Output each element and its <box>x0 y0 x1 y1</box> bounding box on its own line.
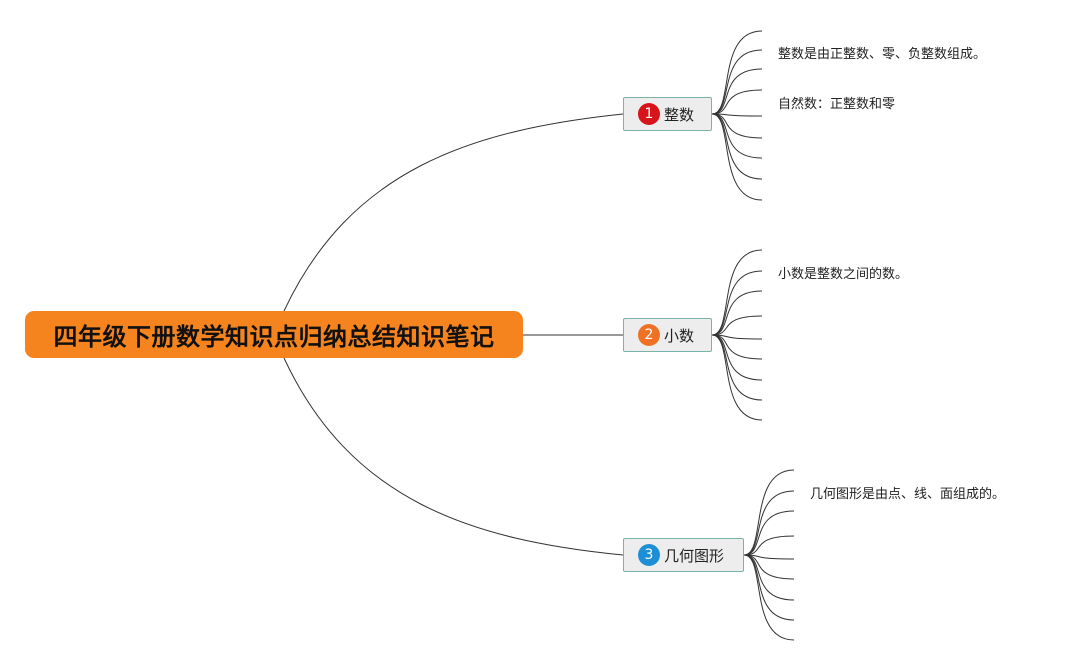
branch-decimals-1 <box>711 249 763 336</box>
topic-integers[interactable]: 1 整数 <box>623 97 712 131</box>
note-geometry-definition: 几何图形是由点、线、面组成的。 <box>810 487 1006 502</box>
branch-integers-8 <box>711 113 763 180</box>
branch-decimals-9 <box>711 334 763 421</box>
number-badge-icon: 3 <box>638 544 660 566</box>
branch-geometry-1 <box>743 469 795 556</box>
branch-geometry-8 <box>743 554 795 621</box>
root-topic[interactable]: 四年级下册数学知识点归纳总结知识笔记 <box>25 311 523 358</box>
branch-integers-9 <box>711 113 763 201</box>
connector-root-to-topic-3 <box>283 357 624 556</box>
note-integers-definition: 整数是由正整数、零、负整数组成。 <box>778 47 987 62</box>
branch-decimals-6 <box>711 334 763 360</box>
number-badge-icon: 1 <box>638 103 660 125</box>
root-title: 四年级下册数学知识点归纳总结知识笔记 <box>53 323 495 351</box>
branch-integers-7 <box>711 113 763 159</box>
connector-root-to-topic-1 <box>283 113 624 312</box>
note-natural-numbers: 自然数：正整数和零 <box>778 97 896 112</box>
topic-label: 小数 <box>664 326 695 345</box>
branch-decimals-7 <box>711 334 763 381</box>
topic-label: 几何图形 <box>664 546 725 565</box>
topic-geometry[interactable]: 3 几何图形 <box>623 538 744 572</box>
branch-geometry-6 <box>743 554 795 580</box>
branch-decimals-5 <box>711 334 763 340</box>
topic-label: 整数 <box>664 105 695 124</box>
branch-decimals-8 <box>711 334 763 401</box>
note-decimals-definition: 小数是整数之间的数。 <box>778 267 909 282</box>
branch-geometry-9 <box>743 554 795 641</box>
branch-geometry-4 <box>743 535 795 556</box>
branch-integers-1 <box>711 30 763 115</box>
branch-geometry-7 <box>743 554 795 601</box>
branch-integers-2 <box>711 49 763 115</box>
branch-integers-4 <box>711 89 763 115</box>
branch-geometry-3 <box>743 510 795 556</box>
branch-integers-6 <box>711 113 763 139</box>
branch-geometry-2 <box>743 490 795 556</box>
topic-decimals[interactable]: 2 小数 <box>623 318 712 352</box>
branch-decimals-3 <box>711 290 763 336</box>
branch-decimals-2 <box>711 270 763 336</box>
number-badge-icon: 2 <box>638 324 660 346</box>
branch-geometry-5 <box>743 554 795 560</box>
branch-decimals-4 <box>711 315 763 336</box>
branch-integers-5 <box>711 113 763 117</box>
branch-integers-3 <box>711 68 763 115</box>
